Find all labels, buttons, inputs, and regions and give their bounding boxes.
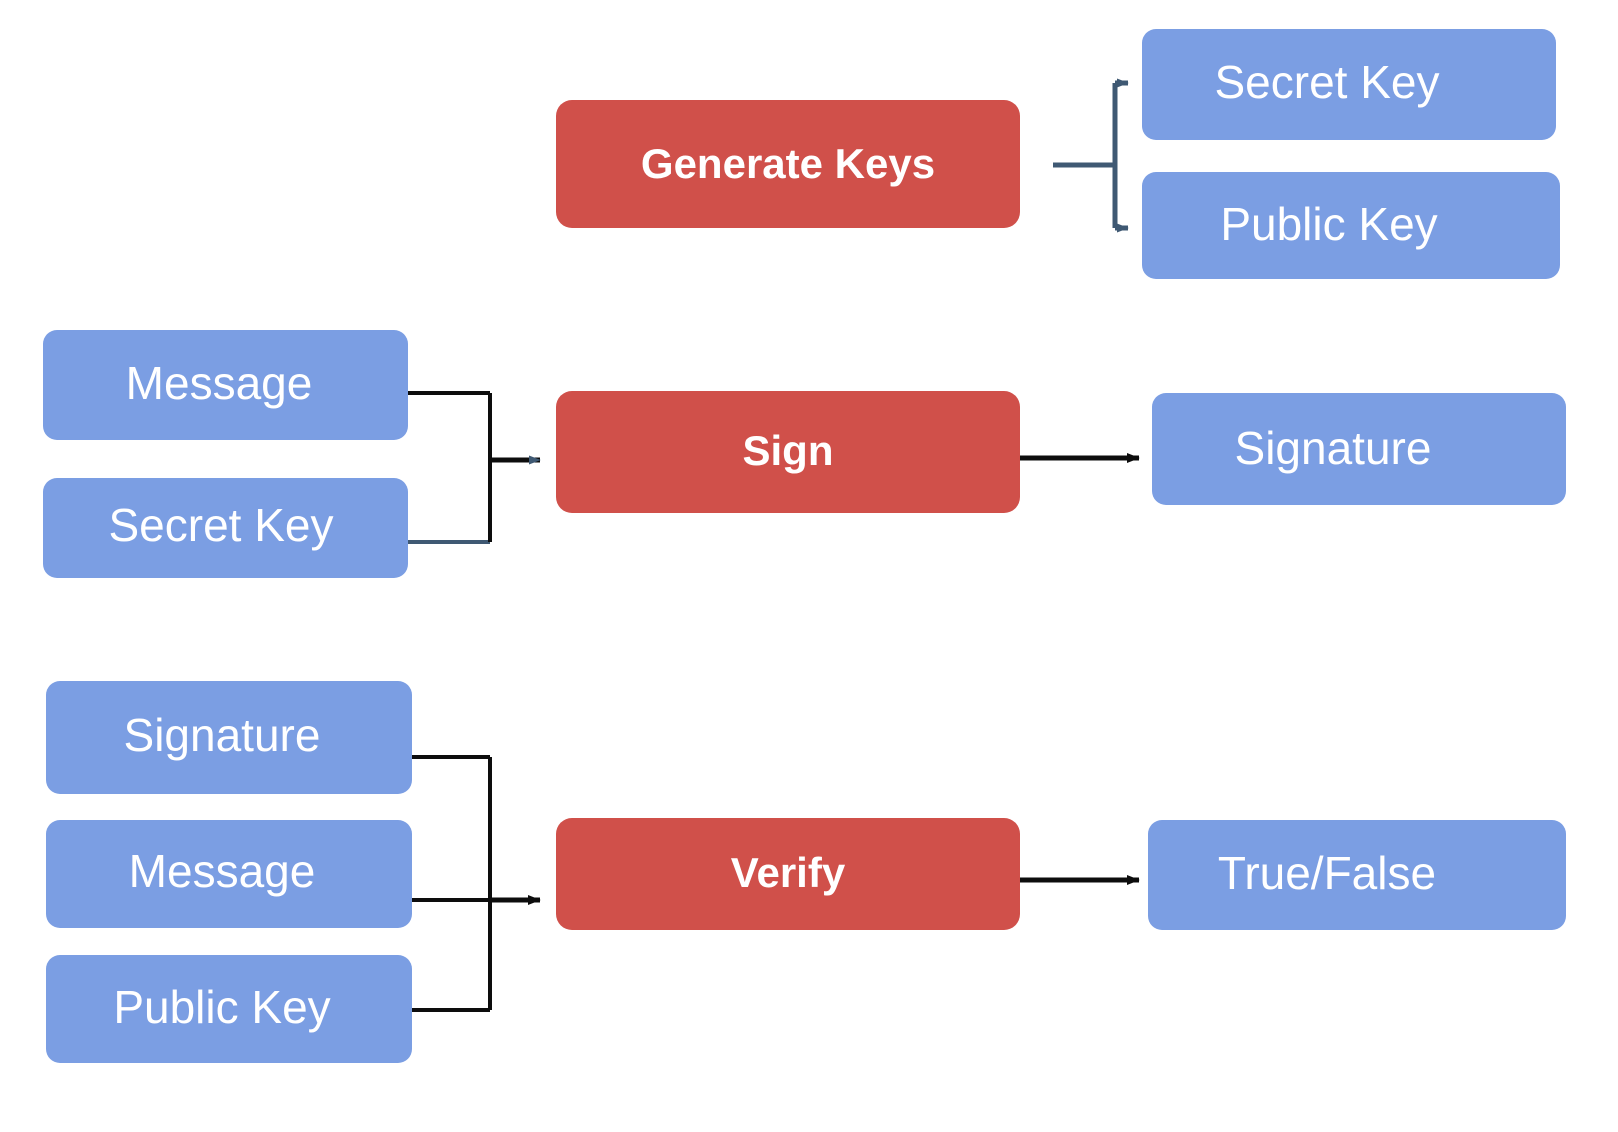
sign-input-message-box[interactable]: [43, 330, 408, 440]
verify-input-public-key-label: Public Key: [113, 981, 330, 1033]
sign-group: Message Secret Key Sign Signature: [43, 330, 1566, 578]
node-sign-input-message[interactable]: Message: [43, 330, 408, 440]
generate-keys-label: Generate Keys: [641, 140, 935, 187]
public-key-output-label: Public Key: [1220, 198, 1437, 250]
node-verify-input-signature[interactable]: Signature: [46, 681, 412, 794]
sign-box[interactable]: [556, 391, 1020, 513]
generate-keys-box[interactable]: [556, 100, 1020, 228]
sign-label: Sign: [743, 427, 834, 474]
true-false-output-label: True/False: [1218, 847, 1436, 899]
verify-label: Verify: [731, 849, 846, 896]
verify-input-message-label: Message: [129, 845, 316, 897]
secret-key-output-box[interactable]: [1142, 29, 1556, 140]
node-verify-input-public-key[interactable]: Public Key: [46, 955, 412, 1063]
node-generate-keys[interactable]: Generate Keys: [556, 100, 1020, 228]
verify-input-signature-box[interactable]: [46, 681, 412, 794]
node-verify[interactable]: Verify: [556, 818, 1020, 930]
sign-input-message-label: Message: [126, 357, 313, 409]
signature-output-box[interactable]: [1152, 393, 1566, 505]
verify-input-message-box[interactable]: [46, 820, 412, 928]
signature-output-label: Signature: [1235, 422, 1432, 474]
public-key-output-box[interactable]: [1142, 172, 1560, 279]
verify-group: Signature Message Public Key Verify True…: [46, 681, 1566, 1063]
node-sign[interactable]: Sign: [556, 391, 1020, 513]
node-verify-input-message[interactable]: Message: [46, 820, 412, 928]
node-true-false-output[interactable]: True/False: [1148, 820, 1566, 930]
verify-input-public-key-box[interactable]: [46, 955, 412, 1063]
verify-input-signature-label: Signature: [124, 709, 321, 761]
sign-input-secret-key-label: Secret Key: [109, 499, 334, 551]
node-signature-output[interactable]: Signature: [1152, 393, 1566, 505]
node-public-key-output[interactable]: Public Key: [1142, 172, 1560, 279]
sign-input-secret-key-box[interactable]: [43, 478, 408, 578]
generate-keys-group: Generate Keys Secret Key Public Key: [556, 29, 1560, 279]
true-false-output-box[interactable]: [1148, 820, 1566, 930]
verify-box[interactable]: [556, 818, 1020, 930]
node-secret-key-output[interactable]: Secret Key: [1142, 29, 1556, 140]
secret-key-output-label: Secret Key: [1215, 56, 1440, 108]
node-sign-input-secret-key[interactable]: Secret Key: [43, 478, 408, 578]
